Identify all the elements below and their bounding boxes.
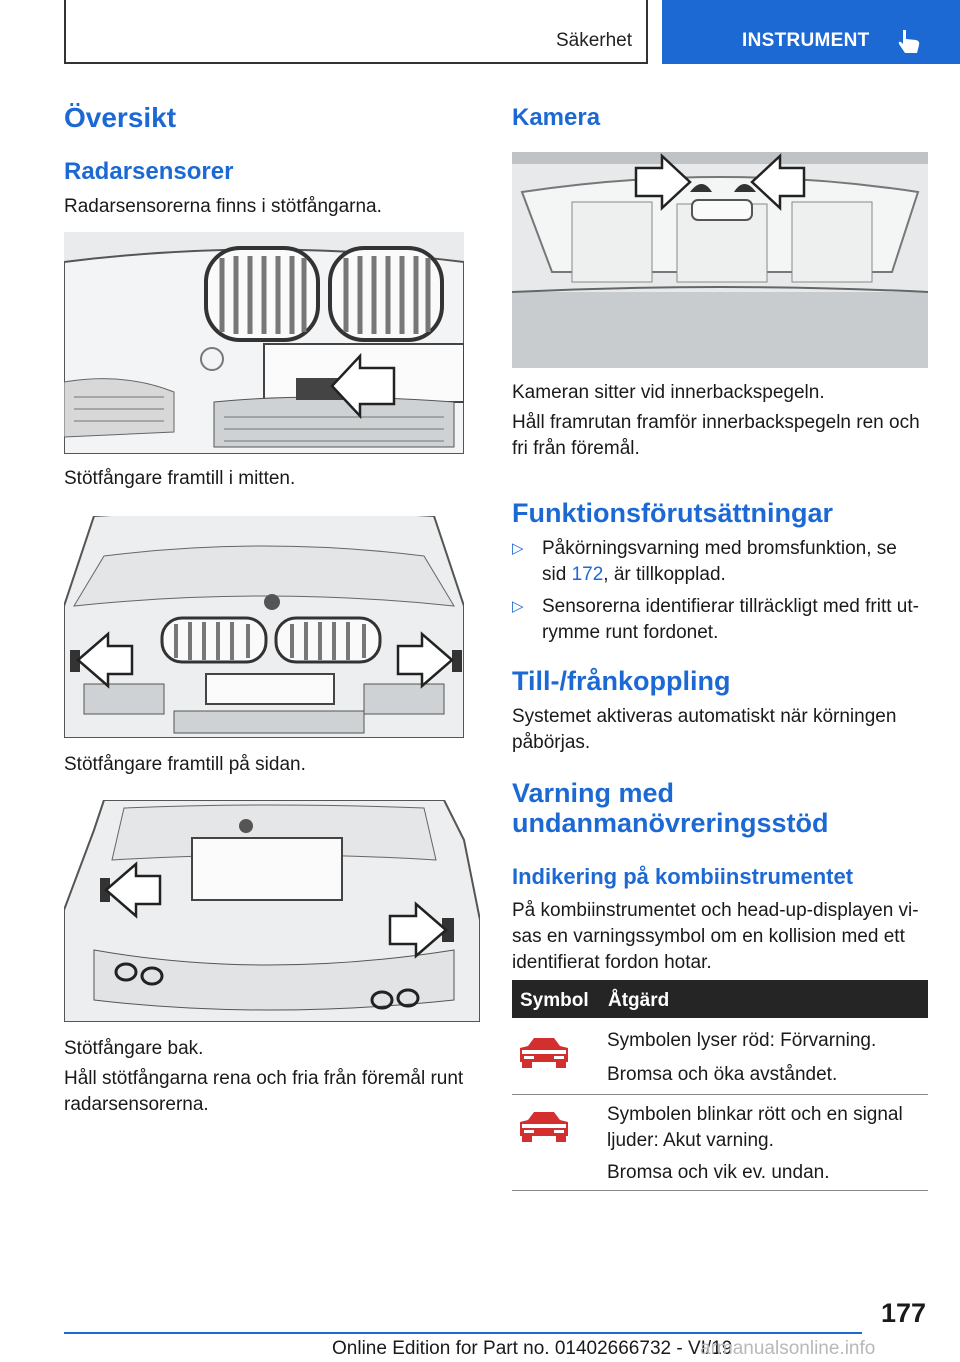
keep-clean-line2: radarsensorerna. [64,1094,209,1115]
header-chapter-tab[interactable]: INSTRUMENT [662,0,960,64]
page-title: Översikt [64,102,177,133]
conditions-heading: Funktionsförutsättningar [512,498,833,528]
page-number: 177 [880,1298,926,1328]
front-bumper-center-illustration [64,232,464,454]
condition-item: ▷ Påkörningsvarning med bromsfunktion, s… [512,536,928,590]
caption-rear: Stötfångare bak. [64,1038,204,1059]
row2-text2: Bromsa och vik ev. undan. [607,1162,830,1183]
condition-line: rymme runt fordonet. [542,622,719,643]
condition-item: ▷ Sensorerna identifierar tillräckligt m… [512,594,928,648]
camera-clean-line2: fri från föremål. [512,438,640,459]
front-bumper-side-illustration [64,516,464,738]
section-label: Säkerhet [555,30,632,51]
row2-text1: Symbolen blinkar rött och en signal [607,1104,903,1125]
car-warning-icon [520,1038,568,1068]
indication-heading: Indikering på kombiinstrumentet [512,864,854,889]
warning-heading-line2: undanmanövreringsstöd [512,808,829,838]
row1-text2: Bromsa och öka avståndet. [607,1064,838,1085]
onoff-line2: påbörjas. [512,732,591,753]
radar-heading: Radarsensorer [64,158,234,185]
row2-text1b: ljuder: Akut varning. [607,1130,774,1151]
page-link[interactable]: 172 [571,564,604,585]
triangle-bullet-icon: ▷ [512,598,524,615]
pointing-hand-icon [898,30,920,53]
table-row-divider [512,1094,928,1095]
camera-clean-line1: Håll framrutan framför innerbackspegeln … [512,412,920,433]
condition-line: sid 172, är tillkopplad. [542,564,726,585]
header-section-tab: Säkerhet [64,0,648,64]
caption-front-center: Stötfångare framtill i mitten. [64,468,296,489]
caption-front-side: Stötfångare framtill på sidan. [64,754,306,775]
edition-text: Online Edition for Part no. 01402666732 … [332,1338,733,1359]
row1-text1: Symbolen lyser röd: Förvarning. [607,1030,877,1051]
keep-clean-line1: Håll stötfångarna rena och fria från för… [64,1068,464,1089]
chapter-label: INSTRUMENT [742,30,870,51]
radar-intro: Radarsensorerna finns i stötfångarna. [64,196,382,217]
camera-interior-illustration [512,152,928,368]
indication-line1: På kombiinstrumentet och head-up-display… [512,900,919,921]
table-bottom-rule [512,1190,928,1191]
symbol-table-header: Symbol Åtgärd [512,980,928,1018]
condition-line: Sensorerna identifierar tillräckligt med… [542,596,919,617]
triangle-bullet-icon: ▷ [512,540,524,557]
camera-text: Kameran sitter vid innerbackspegeln. [512,382,825,403]
onoff-line1: Systemet aktiveras automatiskt när körni… [512,706,897,727]
indication-line3: identifierat fordon hotar. [512,952,712,973]
column-action: Åtgärd [608,990,670,1011]
camera-heading: Kamera [512,104,601,131]
warning-heading-line1: Varning med [512,778,675,808]
condition-line: Påkörningsvarning med bromsfunktion, se [542,538,897,559]
rear-bumper-illustration [64,800,480,1022]
footer-rule [64,1332,862,1334]
column-symbol: Symbol [520,990,589,1011]
car-warning-icon [520,1112,568,1142]
indication-line2: sas en varningssymbol om en kollision me… [512,926,905,947]
onoff-heading: Till-/frånkoppling [512,666,731,696]
watermark-text: armanualsonline.info [700,1338,876,1359]
